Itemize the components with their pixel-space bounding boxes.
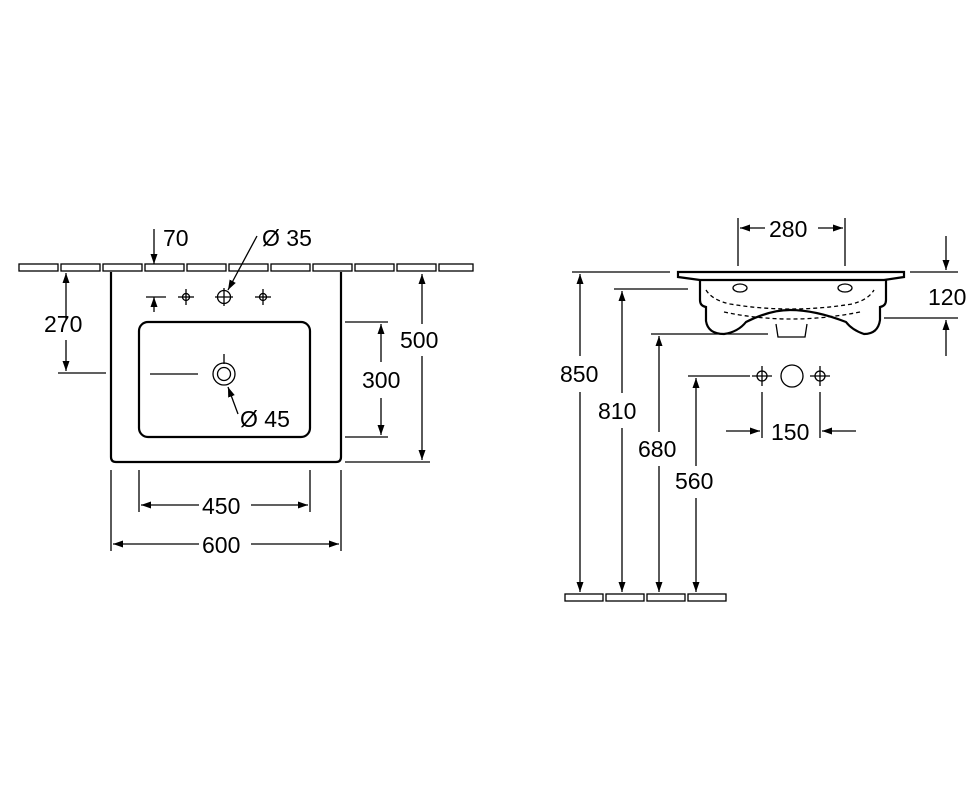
dim-500-label: 500 <box>400 327 438 353</box>
side-tap-hole-right <box>837 283 853 293</box>
dim-300-line <box>345 321 388 438</box>
dim-500-line <box>345 274 430 463</box>
dim-450-line <box>138 470 311 512</box>
dim-120-line <box>884 236 958 356</box>
dim-680-label: 680 <box>638 436 676 462</box>
dim-120-label: 120 <box>928 284 966 310</box>
dia45-leader <box>227 386 239 415</box>
side-tap-hole-left <box>732 283 748 293</box>
drain <box>150 354 236 386</box>
dim-560-line <box>688 375 750 592</box>
dim-850-label: 850 <box>560 361 598 387</box>
tap-hole-layout <box>752 364 830 388</box>
dim-280-label: 280 <box>769 216 807 242</box>
basin-body <box>698 280 888 336</box>
side-view: 280 120 850 810 <box>560 216 966 602</box>
dim-600-line <box>110 470 342 551</box>
dim-dia45-label: Ø 45 <box>240 406 290 432</box>
dim-280-line <box>737 218 846 266</box>
dim-150-label: 150 <box>771 419 809 445</box>
dim-450-label: 450 <box>202 493 240 519</box>
floor-hatch <box>564 593 727 602</box>
dim-70-label: 70 <box>163 225 189 251</box>
tap-hole-center <box>215 288 233 306</box>
tap-hole-left <box>178 289 194 305</box>
bowl-hidden-line <box>705 289 875 310</box>
dim-270-label: 270 <box>44 311 82 337</box>
dim-270-line <box>58 273 106 374</box>
dim-600-label: 600 <box>202 532 240 558</box>
dim-300-label: 300 <box>362 367 400 393</box>
dim-150-line <box>726 392 856 438</box>
dim-560-label: 560 <box>675 468 713 494</box>
dim-850-line <box>572 271 670 592</box>
dim-810-line <box>614 288 688 592</box>
basin-rim <box>676 270 906 282</box>
basin-outlet <box>775 323 808 338</box>
dim-680-line <box>651 333 768 592</box>
dim-810-label: 810 <box>598 398 636 424</box>
bowl-hidden-line-2 <box>723 311 861 320</box>
tap-hole-right <box>255 289 271 305</box>
dim-dia35-label: Ø 35 <box>262 225 312 251</box>
bowl-outline <box>137 320 312 439</box>
basin-outline <box>109 272 343 464</box>
dim-70-line <box>146 229 166 312</box>
dia35-leader <box>227 235 258 291</box>
wall-hatch <box>18 263 474 272</box>
top-view: 70 Ø 35 270 Ø 45 300 <box>18 225 474 558</box>
